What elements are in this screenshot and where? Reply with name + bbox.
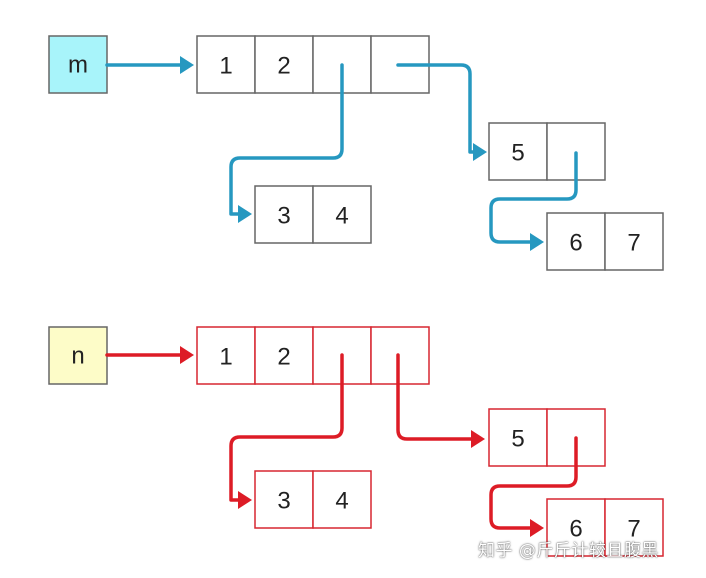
cell-m-inner-0 [254, 185, 314, 244]
arrow-n-to-top-n-head [180, 346, 194, 364]
arrow-top-cell3-to-inner-m-head [238, 205, 252, 223]
cell-n-top-1 [254, 326, 314, 385]
cell-m-top-1 [254, 35, 314, 94]
cell-n-top-3 [370, 326, 430, 385]
cell-n-deep-0 [546, 498, 606, 557]
cell-value-n-deep-0: 6 [569, 516, 582, 543]
cell-value-n-inner-1: 4 [335, 488, 348, 515]
variable-box-m [48, 35, 108, 94]
arrow-top-cell4-to-mid-m [396, 63, 475, 154]
cell-value-m-inner-0: 3 [277, 203, 290, 230]
arrow-top-cell4-to-mid-m-head [473, 143, 487, 161]
cell-m-top-0 [196, 35, 256, 94]
arrow-mid-cell2-to-deep-n [489, 436, 578, 530]
arrow-mid-cell2-to-deep-n-head [530, 519, 544, 537]
variable-box-n [48, 326, 108, 385]
cell-n-deep-1 [604, 498, 664, 557]
cell-n-inner-1 [312, 470, 372, 529]
cell-n-top-0 [196, 326, 256, 385]
arrow-top-cell3-to-inner-m [229, 63, 344, 216]
arrow-mid-cell2-to-deep-m-head [530, 233, 544, 251]
cell-value-m-deep-1: 7 [627, 230, 640, 257]
arrow-mid-cell2-to-deep-m [489, 151, 578, 244]
cell-m-deep-1 [604, 212, 664, 271]
cell-m-deep-0 [546, 212, 606, 271]
cell-value-n-mid-0: 5 [511, 426, 524, 453]
cell-value-m-top-1: 2 [277, 53, 290, 80]
cell-m-mid-0 [488, 122, 548, 181]
arrow-top-cell4-to-mid-n [396, 353, 473, 441]
variable-label-n: n [71, 343, 84, 370]
cell-m-inner-1 [312, 185, 372, 244]
arrow-top-cell3-to-inner-n [229, 353, 344, 502]
arrow-top-cell3-to-inner-n-head [238, 491, 252, 509]
arrow-m-to-top-m-head [180, 56, 194, 74]
arrow-top-cell4-to-mid-n-head [471, 430, 485, 448]
cell-value-m-inner-1: 4 [335, 203, 348, 230]
variable-label-m: m [68, 52, 88, 79]
cell-value-m-mid-0: 5 [511, 140, 524, 167]
cell-value-n-top-1: 2 [277, 344, 290, 371]
cell-value-m-top-0: 1 [219, 53, 232, 80]
watermark-text: 知乎 @斤斤计较且腹黑 [478, 541, 659, 561]
cell-value-m-deep-0: 6 [569, 230, 582, 257]
cell-value-n-deep-1: 7 [627, 516, 640, 543]
cell-value-n-inner-0: 3 [277, 488, 290, 515]
cell-value-n-top-0: 1 [219, 344, 232, 371]
cell-n-mid-0 [488, 408, 548, 467]
